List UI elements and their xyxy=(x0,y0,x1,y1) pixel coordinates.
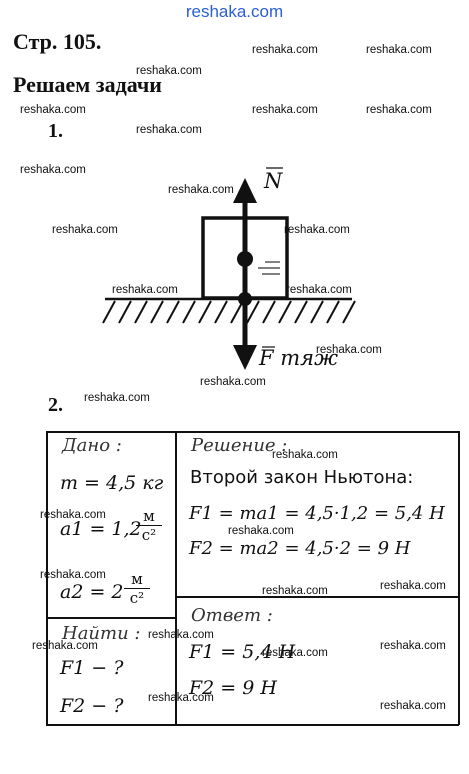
watermark: reshaka.com xyxy=(52,224,118,236)
task1-number: 1. xyxy=(48,120,63,142)
watermark: reshaka.com xyxy=(286,284,352,296)
gravity-force-arrowhead xyxy=(233,345,257,370)
watermark: reshaka.com xyxy=(200,376,266,388)
watermark: reshaka.com xyxy=(380,700,446,712)
watermark: reshaka.com xyxy=(252,44,318,56)
solution-eq-f1: F1 = ma1 = 4,5·1,2 = 5,4 Н xyxy=(189,503,445,524)
watermark: reshaka.com xyxy=(380,640,446,652)
normal-force-arrowhead xyxy=(233,178,257,203)
answer-f2: F2 = 9 Н xyxy=(189,677,277,699)
contact-point-dot xyxy=(238,292,252,306)
watermark: reshaka.com xyxy=(252,104,318,116)
center-of-mass-dot xyxy=(237,251,253,267)
watermark: reshaka.com xyxy=(20,104,86,116)
find-heading: Найти : xyxy=(62,623,141,644)
site-header-link[interactable]: reshaka.com xyxy=(185,2,284,21)
watermark: reshaka.com xyxy=(284,224,350,236)
page-title: Стр. 105. xyxy=(13,29,102,54)
normal-force-label: N xyxy=(264,169,283,193)
ground-hatching xyxy=(102,300,356,324)
given-a1: a1 = 1,2 xyxy=(60,518,142,540)
solution-heading: Решение : xyxy=(191,435,288,456)
section-title: Решаем задачи xyxy=(13,72,162,97)
answer-f1: F1 = 5,4 Н xyxy=(189,641,296,663)
watermark: reshaka.com xyxy=(380,580,446,592)
table-left-border xyxy=(46,431,48,725)
given-find-divider xyxy=(46,617,176,619)
table-right-border xyxy=(458,431,460,725)
task2-number: 2. xyxy=(48,394,63,416)
watermark: reshaka.com xyxy=(262,585,328,597)
table-top-border xyxy=(46,431,459,433)
find-f1: F1 − ? xyxy=(60,657,124,679)
solution-answer-divider xyxy=(176,596,458,598)
watermark: reshaka.com xyxy=(136,124,202,136)
watermark: reshaka.com xyxy=(148,692,214,704)
gravity-force-label: F тяж xyxy=(259,346,338,370)
find-f2: F2 − ? xyxy=(60,695,124,717)
given-mass: m = 4,5 кг xyxy=(60,472,164,494)
watermark: reshaka.com xyxy=(112,284,178,296)
answer-heading: Ответ : xyxy=(191,605,273,626)
watermark: reshaka.com xyxy=(366,44,432,56)
watermark: reshaka.com xyxy=(148,629,214,641)
given-heading: Дано : xyxy=(62,435,122,456)
given-a1-unit: м c² xyxy=(136,507,162,544)
table-column-divider xyxy=(175,431,177,725)
newton-second-law: Второй закон Ньютона: xyxy=(190,467,414,488)
watermark: reshaka.com xyxy=(168,184,234,196)
watermark: reshaka.com xyxy=(366,104,432,116)
watermark: reshaka.com xyxy=(228,525,294,537)
table-bottom-border xyxy=(46,724,459,726)
watermark: reshaka.com xyxy=(32,640,98,652)
watermark: reshaka.com xyxy=(84,392,150,404)
given-a2: a2 = 2 xyxy=(60,581,124,603)
watermark: reshaka.com xyxy=(272,449,338,461)
watermark: reshaka.com xyxy=(262,647,328,659)
given-a2-unit: м c² xyxy=(124,570,150,607)
watermark: reshaka.com xyxy=(136,65,202,77)
watermark: reshaka.com xyxy=(316,344,382,356)
watermark: reshaka.com xyxy=(40,509,106,521)
solution-eq-f2: F2 = ma2 = 4,5·2 = 9 Н xyxy=(189,538,411,559)
free-body-diagram xyxy=(102,167,356,370)
watermark: reshaka.com xyxy=(40,569,106,581)
watermark: reshaka.com xyxy=(20,164,86,176)
